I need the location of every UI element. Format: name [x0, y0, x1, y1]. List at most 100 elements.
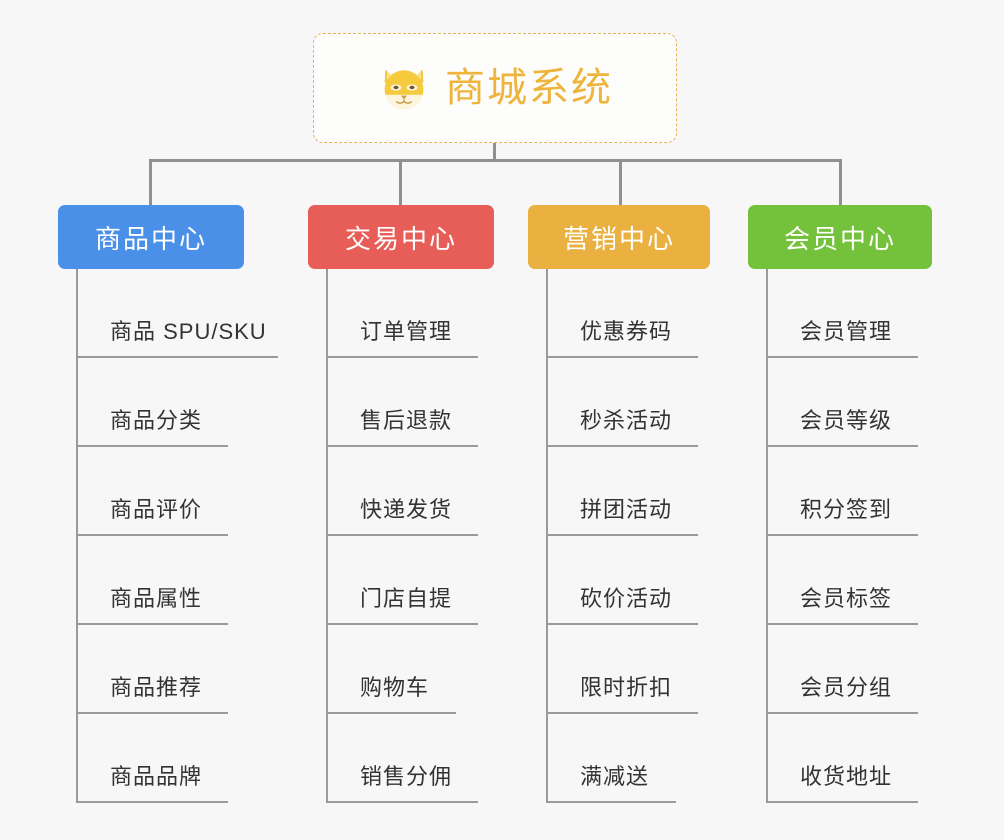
leaf-label: 砍价活动	[580, 585, 673, 611]
leaf-item[interactable]: 限时折扣	[546, 625, 710, 714]
leaf-underline	[546, 356, 698, 358]
leaf-list-product-center: 商品 SPU/SKU 商品分类商品评价商品属性商品推荐商品品牌	[76, 269, 278, 803]
leaf-label: 订单管理	[360, 318, 453, 344]
shiba-dog-icon	[384, 69, 424, 111]
leaf-item[interactable]: 商品品牌	[76, 714, 244, 803]
leaf-underline	[546, 445, 698, 447]
category-box-trade-center[interactable]: 交易中心	[308, 205, 494, 269]
category-box-product-center[interactable]: 商品中心	[58, 205, 244, 269]
leaf-underline	[546, 623, 698, 625]
category-box-marketing-center[interactable]: 营销中心	[528, 205, 710, 269]
leaf-item[interactable]: 收货地址	[766, 714, 932, 803]
leaf-label: 商品 SPU/SKU	[110, 318, 267, 344]
leaf-underline	[326, 445, 478, 447]
leaf-underline	[546, 801, 676, 803]
leaf-item[interactable]: 满减送	[546, 714, 710, 803]
connector-root-stem	[493, 143, 496, 161]
leaf-spine	[76, 269, 78, 803]
leaf-item[interactable]: 拼团活动	[546, 447, 710, 536]
connector-drop-3	[619, 159, 622, 205]
root-node[interactable]: 商城系统	[313, 33, 677, 143]
leaf-underline	[76, 445, 228, 447]
leaf-label: 限时折扣	[580, 674, 673, 700]
root-title: 商城系统	[445, 66, 613, 110]
leaf-item[interactable]: 购物车	[326, 625, 494, 714]
leaf-item[interactable]: 商品 SPU/SKU	[76, 269, 278, 358]
leaf-item[interactable]: 售后退款	[326, 358, 494, 447]
leaf-label: 会员标签	[800, 585, 893, 611]
leaf-label: 门店自提	[360, 585, 453, 611]
leaf-item[interactable]: 商品属性	[76, 536, 244, 625]
leaf-label: 销售分佣	[360, 763, 453, 789]
leaf-label: 收货地址	[800, 763, 893, 789]
category-column-marketing-center: 营销中心优惠券码秒杀活动拼团活动砍价活动限时折扣满减送	[528, 205, 710, 803]
leaf-underline	[76, 623, 228, 625]
leaf-spine	[546, 269, 548, 803]
category-column-trade-center: 交易中心订单管理售后退款快递发货门店自提购物车销售分佣	[308, 205, 494, 803]
leaf-label: 拼团活动	[580, 496, 673, 522]
leaf-label: 满减送	[580, 763, 650, 789]
leaf-item[interactable]: 会员等级	[766, 358, 932, 447]
category-label: 会员中心	[783, 223, 896, 254]
leaf-underline	[76, 712, 228, 714]
category-box-member-center[interactable]: 会员中心	[748, 205, 932, 269]
leaf-underline	[546, 534, 698, 536]
leaf-label: 积分签到	[800, 496, 893, 522]
leaf-underline	[326, 356, 478, 358]
connector-drop-4	[839, 159, 842, 205]
leaf-label: 商品品牌	[110, 763, 203, 789]
leaf-underline	[76, 356, 278, 358]
leaf-label: 会员等级	[800, 407, 893, 433]
leaf-item[interactable]: 门店自提	[326, 536, 494, 625]
leaf-list-member-center: 会员管理会员等级积分签到会员标签会员分组收货地址	[766, 269, 932, 803]
leaf-spine	[326, 269, 328, 803]
connector-drop-1	[149, 159, 152, 205]
leaf-item[interactable]: 砍价活动	[546, 536, 710, 625]
leaf-list-marketing-center: 优惠券码秒杀活动拼团活动砍价活动限时折扣满减送	[546, 269, 710, 803]
leaf-label: 快递发货	[360, 496, 453, 522]
leaf-label: 售后退款	[360, 407, 453, 433]
leaf-list-trade-center: 订单管理售后退款快递发货门店自提购物车销售分佣	[326, 269, 494, 803]
leaf-label: 商品评价	[110, 496, 203, 522]
category-label: 商品中心	[94, 223, 207, 254]
leaf-label: 商品属性	[110, 585, 203, 611]
leaf-label: 购物车	[360, 674, 430, 700]
leaf-underline	[766, 445, 918, 447]
leaf-item[interactable]: 销售分佣	[326, 714, 494, 803]
category-label: 营销中心	[562, 223, 675, 254]
leaf-underline	[76, 534, 228, 536]
connector-drop-2	[399, 159, 402, 205]
leaf-underline	[766, 356, 918, 358]
leaf-underline	[766, 801, 918, 803]
leaf-label: 会员分组	[800, 674, 893, 700]
category-label: 交易中心	[344, 223, 457, 254]
leaf-item[interactable]: 商品推荐	[76, 625, 244, 714]
leaf-item[interactable]: 秒杀活动	[546, 358, 710, 447]
category-column-product-center: 商品中心商品 SPU/SKU 商品分类商品评价商品属性商品推荐商品品牌	[58, 205, 278, 803]
leaf-item[interactable]: 会员分组	[766, 625, 932, 714]
leaf-underline	[76, 801, 228, 803]
leaf-item[interactable]: 商品分类	[76, 358, 244, 447]
leaf-label: 商品推荐	[110, 674, 203, 700]
leaf-underline	[326, 534, 478, 536]
leaf-label: 商品分类	[110, 407, 203, 433]
leaf-label: 秒杀活动	[580, 407, 673, 433]
leaf-underline	[546, 712, 698, 714]
leaf-underline	[766, 623, 918, 625]
connector-bus	[149, 159, 840, 162]
leaf-underline	[766, 712, 918, 714]
leaf-underline	[326, 623, 478, 625]
leaf-item[interactable]: 快递发货	[326, 447, 494, 536]
leaf-item[interactable]: 商品评价	[76, 447, 244, 536]
leaf-item[interactable]: 会员标签	[766, 536, 932, 625]
leaf-label: 会员管理	[800, 318, 893, 344]
leaf-underline	[326, 712, 456, 714]
leaf-underline	[766, 534, 918, 536]
category-column-member-center: 会员中心会员管理会员等级积分签到会员标签会员分组收货地址	[748, 205, 932, 803]
leaf-item[interactable]: 订单管理	[326, 269, 494, 358]
leaf-item[interactable]: 会员管理	[766, 269, 932, 358]
leaf-item[interactable]: 优惠券码	[546, 269, 710, 358]
leaf-item[interactable]: 积分签到	[766, 447, 932, 536]
leaf-underline	[326, 801, 478, 803]
